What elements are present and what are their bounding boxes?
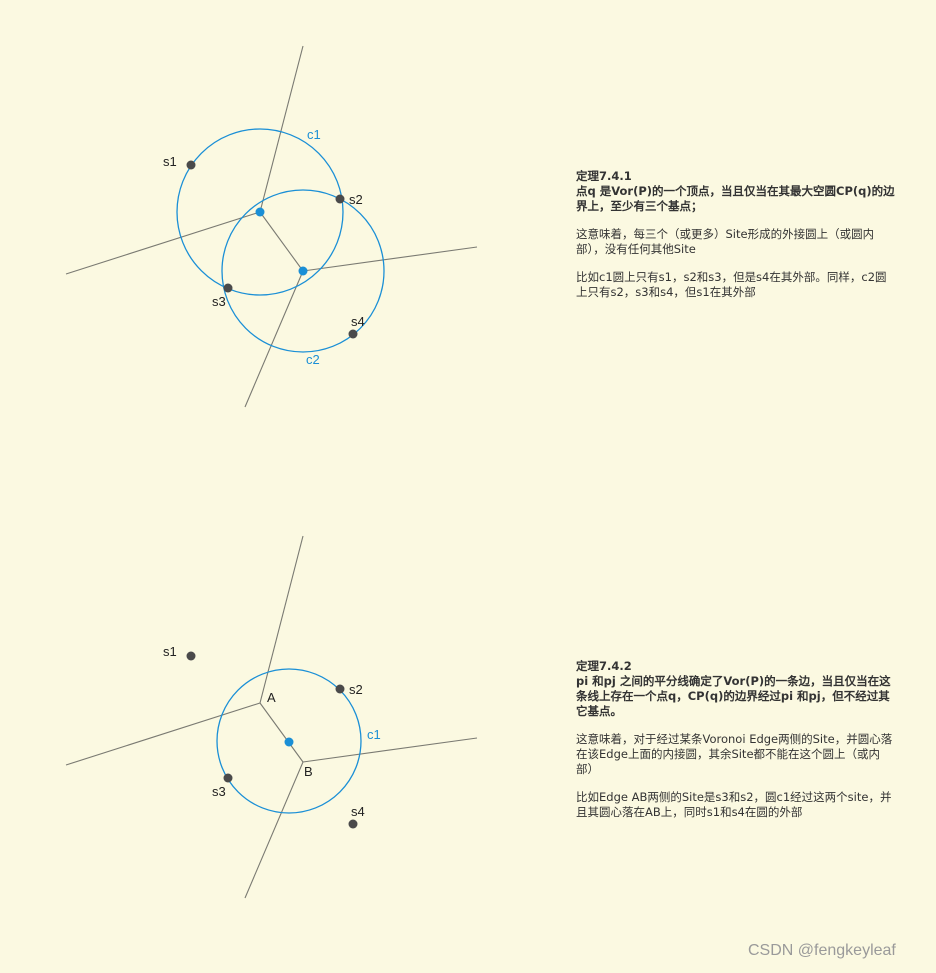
- label-s1: s1: [163, 154, 177, 169]
- theorem-7-4-2-block: 定理7.4.2 pi 和pj 之间的平分线确定了Vor(P)的一条边，当且仅当在…: [576, 659, 896, 833]
- diagram-1: s1 s2 s3 s4 c1 c2: [65, 45, 478, 408]
- voronoi-edge: [259, 535, 304, 704]
- label-s4: s4: [351, 314, 365, 329]
- voronoi-edge: [259, 702, 304, 763]
- theorem-statement: pi 和pj 之间的平分线确定了Vor(P)的一条边，当且仅当在这条线上存在一个…: [576, 674, 891, 718]
- site-s4: [348, 329, 358, 339]
- label-vertex-b: B: [304, 764, 313, 779]
- site-s4: [348, 819, 358, 829]
- site-s3: [223, 283, 233, 293]
- site-s1: [186, 651, 196, 661]
- voronoi-edge: [259, 211, 304, 272]
- explanation-paragraph: 这意味着，每三个（或更多）Site形成的外接圆上（或圆内部），没有任何其他Sit…: [576, 227, 875, 256]
- diagram-2: s1 s2 s3 s4 c1 A B: [65, 535, 478, 899]
- voronoi-edges: [65, 45, 478, 408]
- theorem-statement: 点q 是Vor(P)的一个顶点，当且仅当在其最大空圆CP(q)的边界上，至少有三…: [576, 184, 895, 213]
- label-s1: s1: [163, 644, 177, 659]
- site-s3: [223, 773, 233, 783]
- site-s2: [335, 684, 345, 694]
- example-paragraph: 比如Edge AB两侧的Site是s3和s2，圆c1经过这两个site，并且其圆…: [576, 790, 892, 819]
- site-s2: [335, 194, 345, 204]
- theorem-title: 定理7.4.2: [576, 659, 632, 673]
- label-s2: s2: [349, 192, 363, 207]
- voronoi-edge: [302, 246, 478, 272]
- center-c2: [298, 266, 308, 276]
- label-s3: s3: [212, 294, 226, 309]
- theorem-7-4-1-block: 定理7.4.1 点q 是Vor(P)的一个顶点，当且仅当在其最大空圆CP(q)的…: [576, 169, 896, 313]
- circle-c1: [176, 128, 344, 296]
- center-c1: [284, 737, 294, 747]
- voronoi-edge: [65, 211, 261, 275]
- label-s2: s2: [349, 682, 363, 697]
- voronoi-edge: [65, 702, 261, 766]
- voronoi-edge: [302, 737, 478, 763]
- label-c1: c1: [367, 727, 381, 742]
- theorem-title: 定理7.4.1: [576, 169, 632, 183]
- label-s4: s4: [351, 804, 365, 819]
- explanation-paragraph: 这意味着，对于经过某条Voronoi Edge两侧的Site，并圆心落在该Edg…: [576, 732, 893, 776]
- label-s3: s3: [212, 784, 226, 799]
- site-s1: [186, 160, 196, 170]
- circle-c2: [221, 189, 385, 353]
- circle-c1: [216, 668, 362, 814]
- label-c2: c2: [306, 352, 320, 367]
- voronoi-edges: [65, 535, 478, 899]
- voronoi-edge: [259, 45, 304, 213]
- label-c1: c1: [307, 127, 321, 142]
- example-paragraph: 比如c1圆上只有s1，s2和s3，但是s4在其外部。同样，c2圆上只有s2，s3…: [576, 270, 887, 299]
- voronoi-edge: [244, 761, 304, 899]
- voronoi-edge: [244, 270, 304, 408]
- watermark: CSDN @fengkeyleaf: [748, 942, 896, 959]
- label-vertex-a: A: [267, 690, 276, 705]
- center-c1: [255, 207, 265, 217]
